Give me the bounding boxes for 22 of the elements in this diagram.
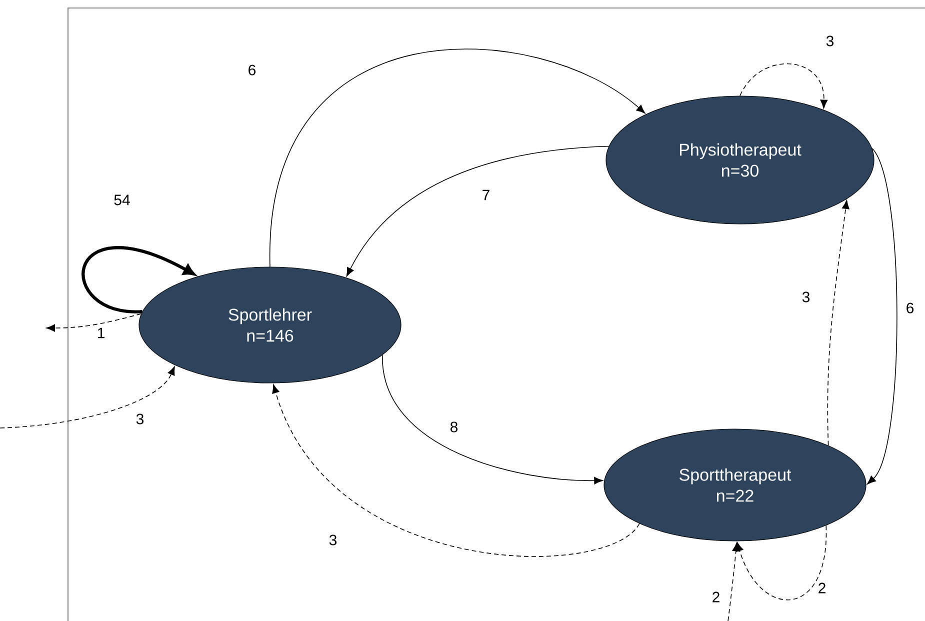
arrow [272,384,640,557]
edge-label: 3 [134,412,146,426]
arrow [728,542,740,621]
edge-label: 3 [328,534,338,546]
edge-label: 3 [824,34,836,48]
arrow [270,48,646,268]
arrow [740,63,828,109]
edge-label: 54 [112,194,132,206]
edge-label: 3 [800,290,812,304]
arrow [382,354,603,484]
arrow [827,200,850,446]
arrow [0,366,175,428]
edge-label: 7 [480,188,492,202]
arrow [867,148,898,484]
edge-label: 2 [710,590,722,604]
edge-label: 2 [816,582,828,594]
edge-label: 6 [904,302,916,314]
arrow [46,313,142,332]
arrow [346,146,610,276]
edge-label: 8 [448,420,460,434]
edge-label: 6 [246,64,258,76]
edge-label: 1 [96,326,106,340]
